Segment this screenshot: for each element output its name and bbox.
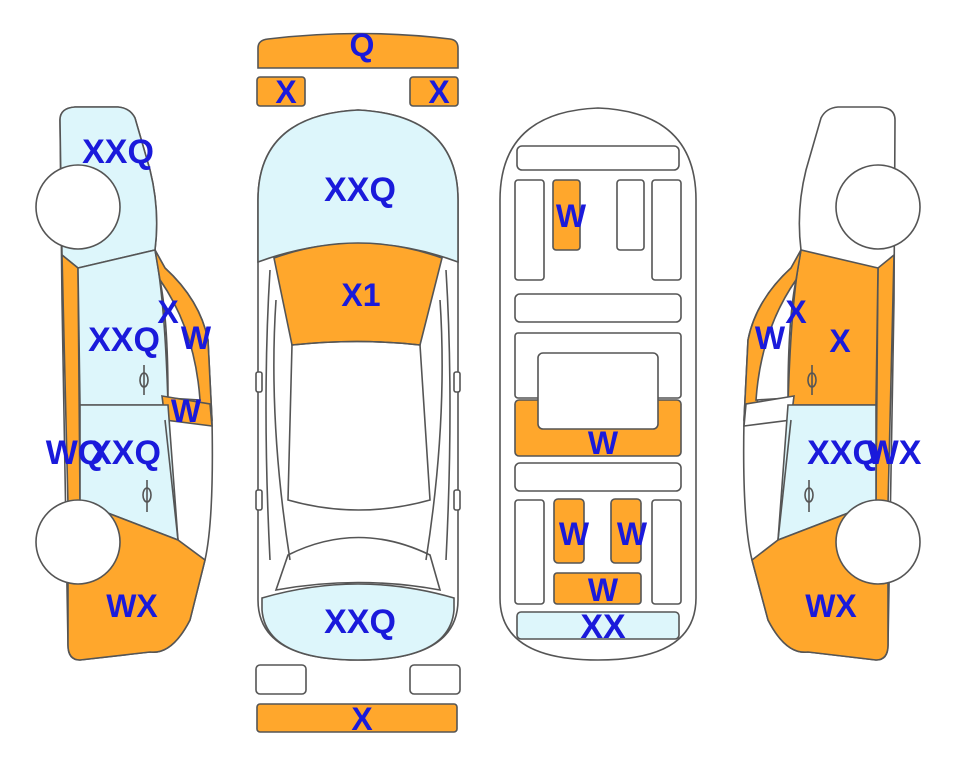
rear-window (274, 536, 442, 592)
left-front-handle-knob (139, 372, 149, 388)
left-window-line (164, 419, 179, 541)
left-rear-wheel (35, 499, 121, 585)
left-rocker-label: WQ (46, 434, 105, 472)
hood-label: XXQ (324, 171, 396, 209)
trunk[interactable] (261, 583, 455, 661)
rear-console[interactable] (553, 572, 642, 605)
driver-footwell (514, 179, 545, 281)
handle-left (255, 489, 263, 511)
right-window-line (777, 419, 792, 541)
rear-console-label: W (588, 572, 619, 608)
right-a-pillar-label: X (785, 294, 807, 330)
windshield-label: X1 (341, 277, 380, 313)
dashboard (516, 145, 680, 171)
passenger-footwell (651, 179, 682, 281)
left-front-wheel (35, 164, 121, 250)
side-line-right (445, 269, 451, 561)
front-bumper[interactable] (257, 32, 459, 69)
front-bumper-label: Q (350, 27, 375, 63)
mid-bar (514, 293, 682, 323)
right-rocker-label: WX (867, 434, 922, 472)
door-line-left (273, 299, 291, 561)
front-seat-label: W (556, 198, 587, 234)
left-front-window-label: W (181, 320, 212, 356)
front-seat-right (616, 179, 645, 251)
right-rear-quarter-label: WX (805, 588, 857, 624)
top-view: Q X X XXQ X1 XXQ X (255, 27, 461, 737)
rear-seat-left[interactable] (553, 498, 585, 564)
trunk-label: XXQ (324, 603, 396, 641)
mirror-left (255, 371, 263, 393)
left-window (159, 279, 201, 401)
left-rear-handle-knob (142, 487, 152, 503)
right-taillight (409, 664, 461, 695)
rear-footwell-right (651, 499, 682, 605)
left-front-door-label: XXQ (88, 321, 160, 359)
right-side-view: W X X XXQ WX WX (742, 106, 922, 661)
left-rear-window-label: W (171, 393, 202, 429)
mirror-right (453, 371, 461, 393)
interior-view: W W W W W XX (499, 107, 697, 661)
left-front-fender-label: XXQ (82, 133, 154, 171)
rear-seat-left-label: W (559, 516, 590, 552)
floor-center-label: W (588, 425, 619, 461)
rear-seat-right[interactable] (610, 498, 642, 564)
left-headlight[interactable] (256, 76, 306, 107)
left-side-view: XXQ XXQ X W W WQ XXQ WX (35, 106, 214, 661)
right-rear-door-label: XXQ (807, 434, 879, 472)
left-rear-door-label: XXQ (89, 434, 161, 472)
rear-bumper-label: X (351, 701, 373, 737)
right-front-door-label: X (829, 323, 851, 359)
left-headlight-label: X (275, 74, 297, 110)
right-headlight-label: X (428, 74, 450, 110)
rear-panel-label: XX (580, 608, 626, 646)
roof-outline (287, 340, 431, 511)
left-a-pillar-label: X (157, 294, 179, 330)
front-seat[interactable] (552, 179, 581, 251)
right-front-handle-knob (807, 372, 817, 388)
right-front-wheel (835, 164, 921, 250)
rear-footwell-left (514, 499, 545, 605)
side-line-left (265, 269, 271, 561)
rear-bumper[interactable] (256, 703, 458, 733)
rear-bar (514, 462, 682, 492)
handle-right (453, 489, 461, 511)
right-front-window-label: W (755, 320, 786, 356)
left-taillight (255, 664, 307, 695)
door-line-right (425, 299, 443, 561)
right-rear-wheel (835, 499, 921, 585)
console-box (537, 352, 659, 430)
right-window (755, 279, 797, 401)
right-rear-handle-knob (804, 487, 814, 503)
rear-panel[interactable] (516, 611, 680, 640)
rear-seat-right-label: W (617, 516, 648, 552)
right-headlight[interactable] (409, 76, 459, 107)
left-rear-quarter-label: WX (106, 588, 158, 624)
